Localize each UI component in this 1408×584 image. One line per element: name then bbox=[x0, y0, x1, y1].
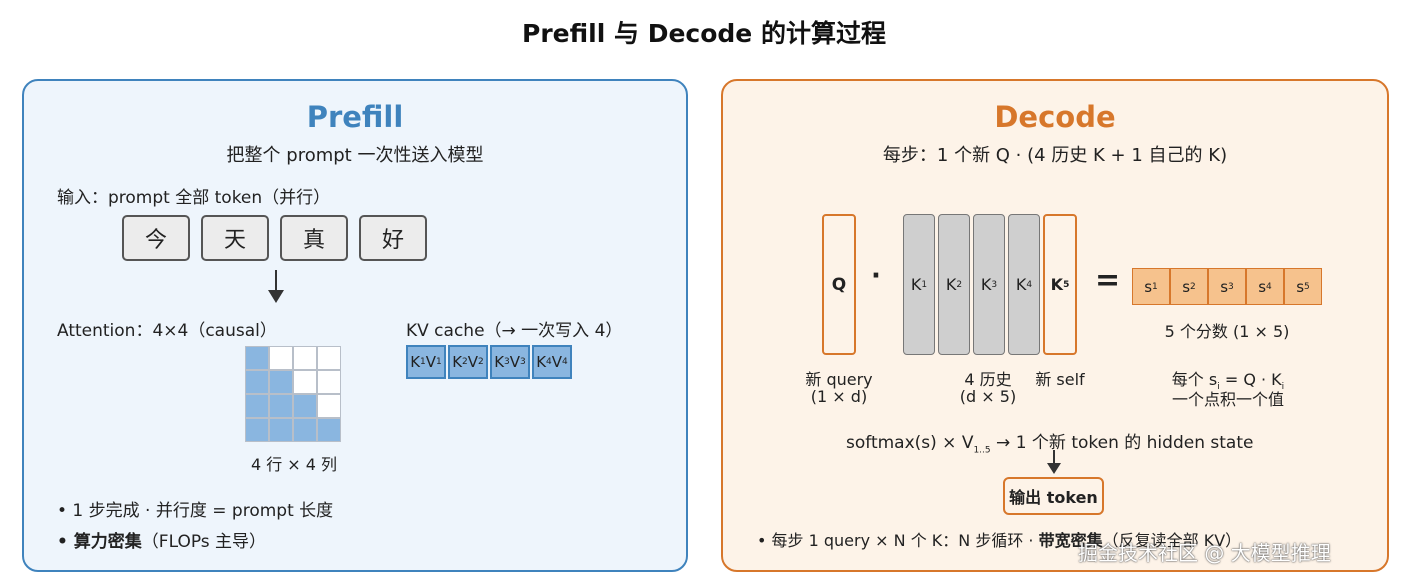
matrix-cell bbox=[269, 394, 293, 418]
matrix-cell bbox=[293, 346, 317, 370]
token-box: 今 bbox=[122, 215, 190, 261]
output-token-box: 输出 token bbox=[1003, 477, 1104, 515]
token-box: 天 bbox=[201, 215, 269, 261]
dot-operator: · bbox=[871, 261, 881, 291]
down-arrow-icon bbox=[1047, 450, 1061, 474]
matrix-cell bbox=[245, 394, 269, 418]
prefill-input-label: 输入：prompt 全部 token（并行） bbox=[57, 188, 331, 208]
matrix-caption: 4 行 × 4 列 bbox=[250, 455, 338, 474]
history-shape-caption: (d × 5) bbox=[959, 387, 1017, 406]
query-shape-caption: (1 × d) bbox=[810, 387, 868, 406]
prefill-bullet-parallel: • 1 步完成 · 并行度 = prompt 长度 bbox=[57, 501, 334, 521]
matrix-cell bbox=[269, 346, 293, 370]
softmax-line: softmax(s) × V1..5 → 1 个新 token 的 hidden… bbox=[846, 433, 1254, 456]
query-caption: 新 query bbox=[805, 370, 873, 389]
prefill-bullet-compute: • 算力密集（FLOPs 主导） bbox=[57, 532, 267, 552]
kv-cache-label: KV cache（→ 一次写入 4） bbox=[406, 321, 623, 341]
prefill-subtitle: 把整个 prompt 一次性送入模型 bbox=[226, 145, 484, 166]
prefill-panel bbox=[22, 79, 688, 572]
matrix-cell bbox=[269, 370, 293, 394]
attention-matrix bbox=[245, 346, 343, 444]
matrix-cell bbox=[245, 370, 269, 394]
scores-caption: 5 个分数 (1 × 5) bbox=[1164, 322, 1290, 341]
token-box: 好 bbox=[359, 215, 427, 261]
dot-product-note: 一个点积一个值 bbox=[1171, 390, 1284, 409]
watermark: 掘金技术社区 @ 大模型推理 bbox=[1078, 541, 1331, 565]
matrix-cell bbox=[293, 418, 317, 442]
dot-product-formula: 每个 si = Q · Ki bbox=[1171, 370, 1285, 393]
equals-sign: = bbox=[1095, 263, 1121, 298]
decode-bullet-bandwidth: • 每步 1 query × N 个 K：N 步循环 · 带宽密集（反复读全部 … bbox=[757, 531, 1242, 550]
prefill-title: Prefill bbox=[306, 100, 404, 134]
matrix-cell bbox=[317, 394, 341, 418]
query-vector: Q bbox=[822, 214, 856, 355]
matrix-cell bbox=[269, 418, 293, 442]
matrix-cell bbox=[245, 418, 269, 442]
matrix-cell bbox=[293, 394, 317, 418]
history-caption: 4 历史 bbox=[964, 370, 1012, 389]
matrix-cell bbox=[317, 370, 341, 394]
down-arrow-icon bbox=[268, 270, 284, 303]
matrix-cell bbox=[317, 346, 341, 370]
attention-label: Attention：4×4（causal） bbox=[57, 321, 277, 341]
decode-title: Decode bbox=[994, 100, 1116, 134]
self-caption: 新 self bbox=[1035, 370, 1085, 389]
matrix-cell bbox=[245, 346, 269, 370]
page-title: Prefill 与 Decode 的计算过程 bbox=[522, 19, 886, 48]
decode-subtitle: 每步：1 个新 Q · (4 历史 K + 1 自己的 K) bbox=[882, 145, 1228, 166]
matrix-cell bbox=[317, 418, 341, 442]
matrix-cell bbox=[293, 370, 317, 394]
token-box: 真 bbox=[280, 215, 348, 261]
